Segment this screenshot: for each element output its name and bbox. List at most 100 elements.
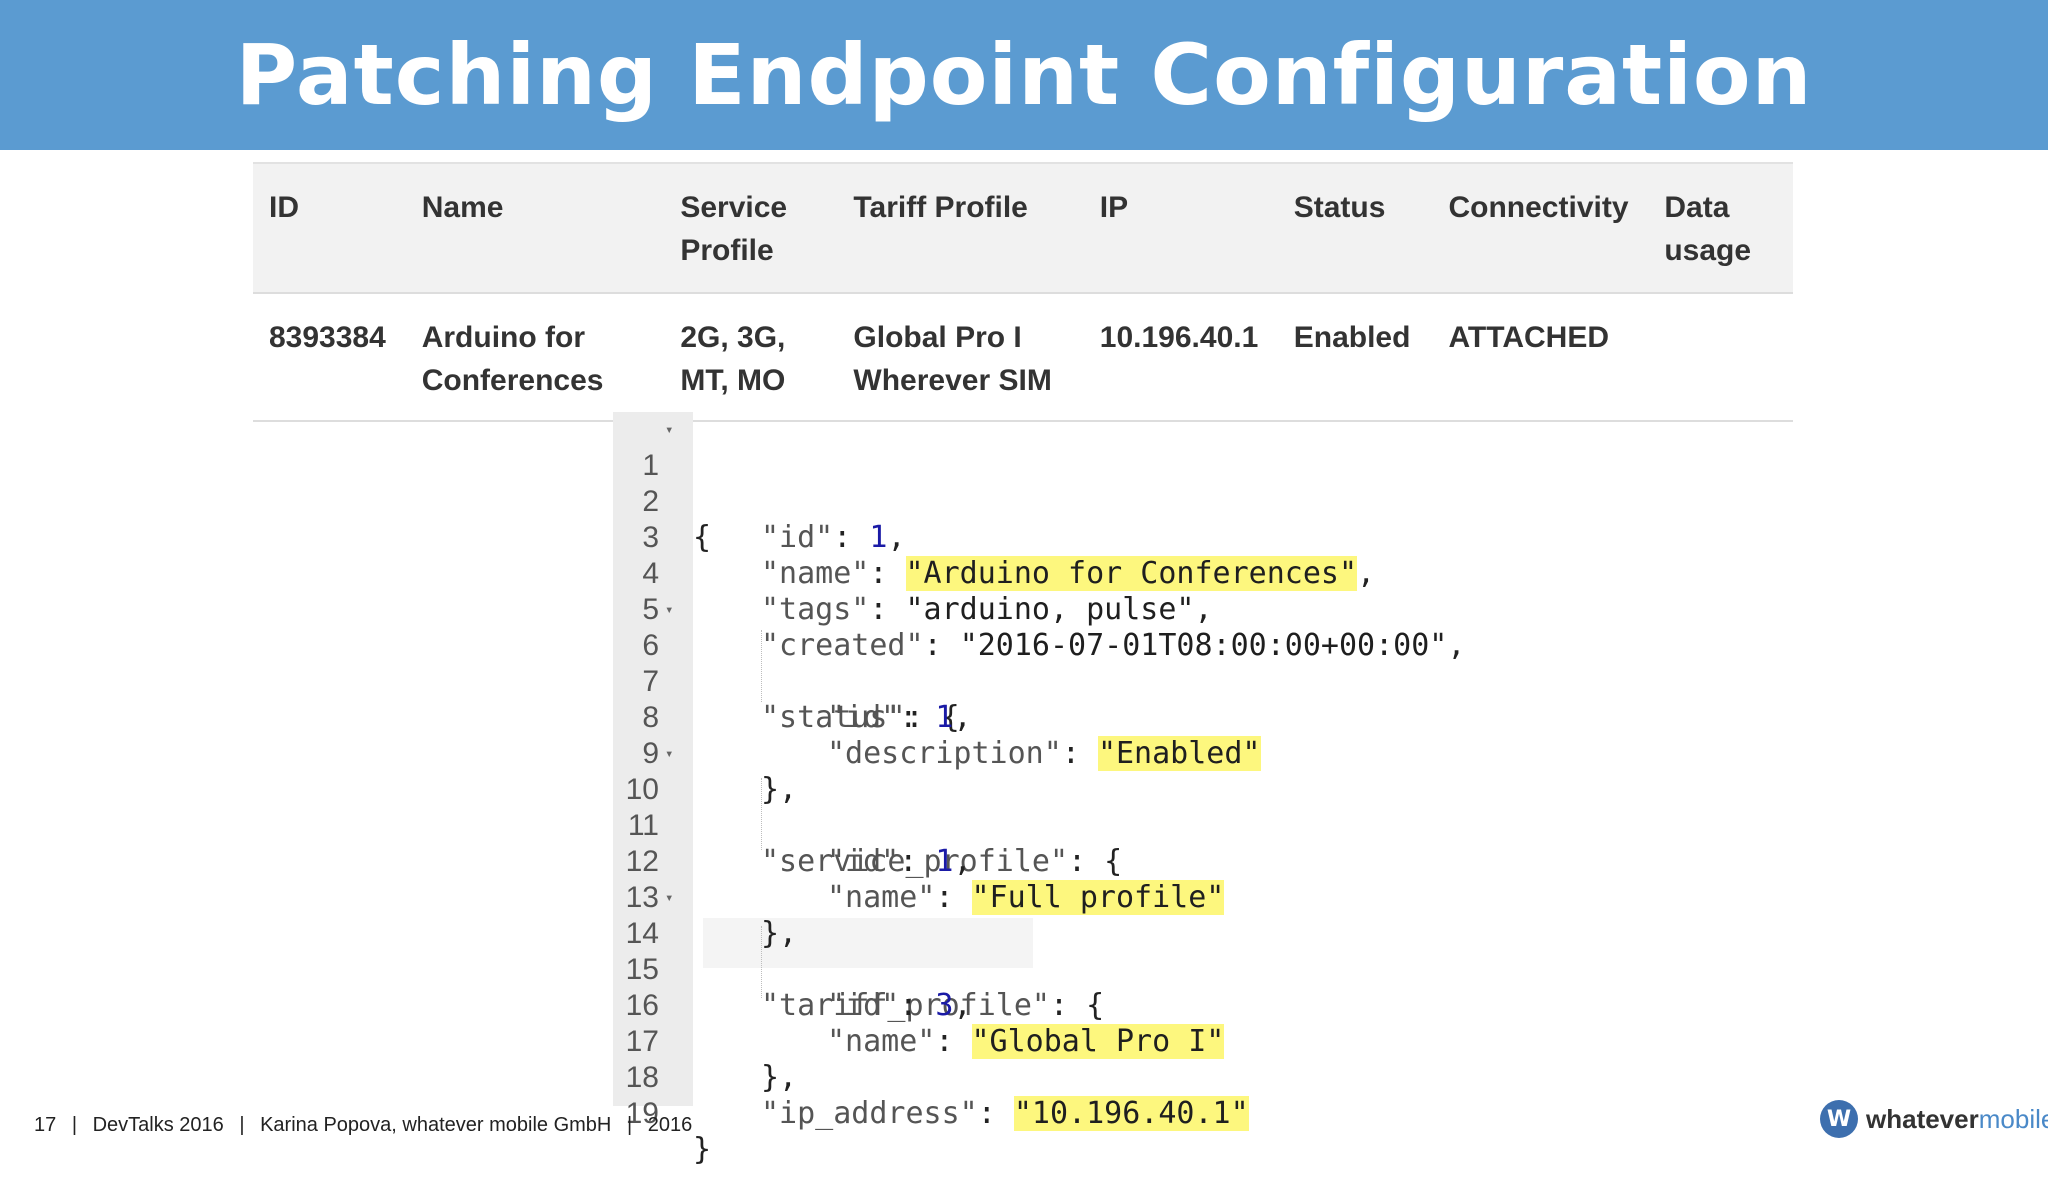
code-line: 1 ▾ {: [613, 412, 711, 555]
footer-separator: |: [239, 1114, 245, 1136]
code-line: 4 "tags": "arduino, pulse",: [613, 520, 1212, 627]
fold-arrow-icon[interactable]: ▾: [665, 602, 674, 618]
code-line: 11 "id": 1,: [613, 772, 972, 879]
json-key: "ip_address": [761, 1096, 978, 1131]
line-number: 17: [625, 1025, 659, 1058]
code-token: },: [761, 772, 798, 807]
fold-arrow-icon[interactable]: ▾: [665, 746, 674, 762]
line-number-gutter: [613, 412, 693, 1106]
code-token: }: [693, 1132, 712, 1167]
col-header-connectivity: Connectivity: [1432, 162, 1649, 294]
code-line: 3 "name": "Arduino for Conferences",: [613, 484, 1375, 591]
fold-arrow-icon[interactable]: ▾: [665, 422, 674, 438]
logo-w-icon: W: [1820, 1100, 1858, 1138]
logo-text-part1: whatever: [1866, 1103, 1979, 1134]
fold-arrow-icon[interactable]: ▾: [665, 890, 674, 906]
json-key: "id": [827, 844, 900, 879]
json-value: "arduino, pulse": [905, 592, 1195, 627]
logo-text-part2: mobile: [1978, 1103, 2048, 1134]
code-token: },: [761, 1060, 798, 1095]
code-token: {: [693, 520, 712, 555]
json-key: "service_profile": [761, 844, 1069, 879]
bracket-highlight: [703, 918, 1033, 968]
json-key: "status": [761, 700, 906, 735]
code-line: 19 }: [613, 1060, 711, 1167]
code-line: 15 "id": 3,: [613, 916, 972, 1023]
code-line: 16 "name": "Global Pro I": [613, 952, 1225, 1059]
json-code-editor: 1 ▾ { 2 "id": 1, 3 "name": "Arduino for …: [613, 412, 1465, 1167]
col-header-status: Status: [1277, 162, 1433, 294]
json-key: "name": [761, 556, 870, 591]
line-number: 12: [625, 845, 659, 878]
cell-data-usage: [1648, 293, 1793, 422]
col-header-ip: IP: [1083, 162, 1278, 294]
json-value-highlighted: "Global Pro I": [971, 1024, 1225, 1059]
line-number: 7: [642, 665, 659, 698]
indent-guide: [761, 926, 762, 998]
col-header-name: Name: [405, 162, 665, 294]
line-number: 3: [642, 521, 659, 554]
line-number: 8: [642, 701, 659, 734]
code-line: 18 "ip_address": "10.196.40.1": [613, 1024, 1249, 1131]
code-token: },: [761, 916, 798, 951]
cell-connectivity: ATTACHED: [1432, 293, 1649, 422]
footer-event: DevTalks 2016: [92, 1114, 224, 1136]
json-value: 1: [935, 700, 954, 735]
endpoint-table: ID Name Service Profile Tariff Profile I…: [253, 162, 1793, 422]
line-number: 5: [642, 593, 659, 626]
line-number: 9: [642, 737, 659, 770]
footer-page-number: 17: [34, 1114, 57, 1136]
slide-title: Patching Endpoint Configuration: [235, 26, 1813, 124]
json-value-highlighted: "10.196.40.1": [1013, 1096, 1249, 1131]
code-line: 5 "created": "2016-07-01T08:00:00+00:00"…: [613, 556, 1465, 663]
cell-status: Enabled: [1277, 293, 1433, 422]
json-key: "id": [827, 988, 900, 1023]
line-number: 4: [642, 557, 659, 590]
line-number: 2: [642, 485, 659, 518]
col-header-tariff-profile: Tariff Profile: [837, 162, 1084, 294]
cell-tariff-profile: Global Pro I Wherever SIM: [837, 293, 1084, 422]
footer-author: Karina Popova, whatever mobile GmbH: [260, 1114, 612, 1136]
line-number: 19: [625, 1097, 659, 1130]
line-number: 18: [625, 1061, 659, 1094]
logo-wordmark: whatevermobile: [1866, 1104, 2048, 1135]
json-key: "tags": [761, 592, 870, 627]
line-number: 10: [625, 773, 659, 806]
line-number: 14: [625, 917, 659, 950]
cell-service-profile: 2G, 3G, MT, MO: [664, 293, 838, 422]
indent-guide: [761, 630, 762, 702]
line-number: 13: [625, 881, 659, 914]
line-number: 1: [642, 449, 659, 482]
cell-id: 8393384: [253, 293, 406, 422]
json-key: "name": [827, 880, 936, 915]
code-line: 13 },: [613, 844, 798, 951]
json-value-highlighted: "Arduino for Conferences": [905, 556, 1358, 591]
footer-year: 2016: [647, 1114, 693, 1136]
json-key: "name": [827, 1024, 936, 1059]
line-number: 16: [625, 989, 659, 1022]
col-header-service-profile: Service Profile: [664, 162, 838, 294]
code-line: 8 "description": "Enabled": [613, 664, 1261, 771]
indent-guide: [761, 778, 762, 850]
json-value: 1: [935, 844, 954, 879]
code-line: 2 "id": 1,: [613, 448, 905, 555]
line-number: 11: [627, 809, 659, 842]
code-line: 12 "name": "Full profile": [613, 808, 1225, 915]
json-key: "id": [827, 700, 900, 735]
code-line: 6 ▾ "status": {: [613, 592, 959, 735]
json-key: "id": [761, 520, 834, 555]
cell-name: Arduino for Conferences: [405, 293, 665, 422]
code-line: 14 ▾ "tariff_profile": {: [613, 880, 1105, 1023]
json-value-highlighted: "Enabled": [1097, 736, 1261, 771]
footer-separator: |: [626, 1114, 633, 1136]
json-key: "created": [761, 628, 924, 663]
table-header-row: ID Name Service Profile Tariff Profile I…: [253, 162, 1793, 294]
table-row: 8393384 Arduino for Conferences 2G, 3G, …: [253, 293, 1793, 422]
code-line: 17 },: [613, 988, 798, 1095]
json-value-highlighted: "Full profile": [971, 880, 1225, 915]
line-number: 15: [625, 953, 659, 986]
col-header-id: ID: [253, 162, 406, 294]
line-number: 6: [642, 629, 659, 662]
cell-ip: 10.196.40.1: [1083, 293, 1278, 422]
code-line: 10 ▾ "service_profile": {: [613, 736, 1123, 879]
